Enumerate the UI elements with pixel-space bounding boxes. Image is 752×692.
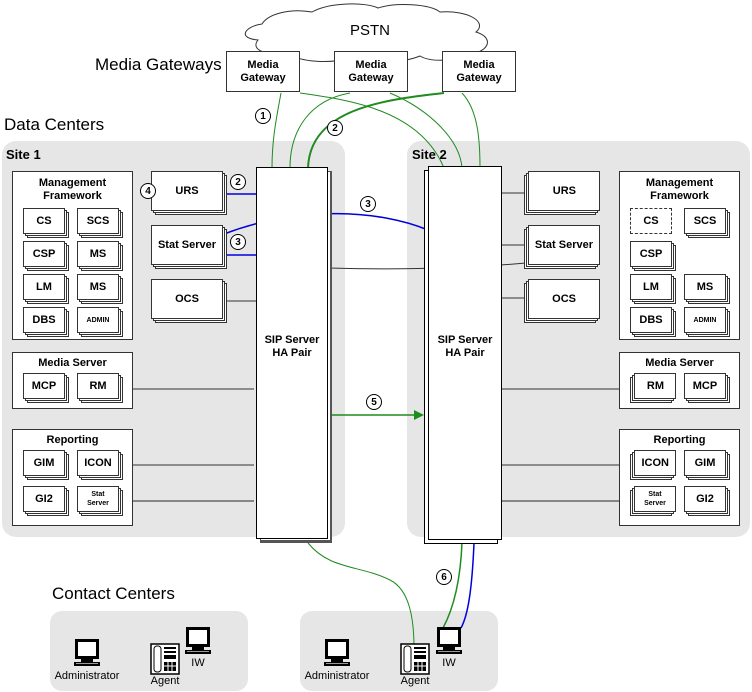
- data-centers-heading: Data Centers: [4, 115, 105, 134]
- site2-media-server-title: Media Server: [645, 357, 714, 369]
- sip-link-gw1-site1: [271, 92, 282, 169]
- site2-mf-title: Management Framework: [645, 177, 714, 202]
- site2-reporting-title: Reporting: [653, 434, 706, 446]
- step-badge-2-urs: 2: [230, 174, 246, 190]
- pstn-label: PSTN: [350, 22, 391, 39]
- site1-mf-ms-2[interactable]: MS: [77, 274, 123, 304]
- site1-reporting-title: Reporting: [46, 434, 99, 446]
- contact-centers-heading: Contact Centers: [52, 584, 175, 603]
- site1-ms-mcp[interactable]: MCP: [23, 373, 69, 403]
- site2-rep-stat-server[interactable]: Stat Server: [630, 486, 676, 516]
- site1-ocs[interactable]: OCS: [151, 279, 227, 323]
- site2-mf-scs[interactable]: SCS: [684, 208, 730, 238]
- sip-link-gw2-site2: [389, 92, 463, 169]
- site1-mf-admin[interactable]: ADMIN: [77, 307, 123, 337]
- cc1-agent-label: Agent: [150, 675, 180, 687]
- site1-sip-line1: SIP Server: [264, 334, 320, 346]
- sip-sync-arrowhead: [414, 410, 424, 420]
- step-badge-2-gateway: 2: [327, 120, 343, 136]
- site1-rep-gi2[interactable]: GI2: [23, 486, 69, 516]
- media-gateway-3-line1: Media: [463, 58, 495, 71]
- desk-phone-icon[interactable]: [150, 643, 180, 675]
- cc1-iw-label: IW: [191, 657, 205, 669]
- site1-ms-rm[interactable]: RM: [77, 373, 123, 403]
- site1-mf-csp[interactable]: CSP: [23, 241, 69, 271]
- monitor-icon[interactable]: [322, 638, 352, 668]
- site2-rep-gi2[interactable]: GI2: [684, 486, 730, 516]
- site1-mf-title: Management Framework: [38, 177, 107, 202]
- site1-media-server-title: Media Server: [38, 357, 107, 369]
- sip-link-gw1-site2: [299, 92, 445, 169]
- site2-mf-cs-standby[interactable]: CS: [630, 208, 676, 238]
- cc2-iw-label: IW: [442, 657, 456, 669]
- sip-link-site2-iw2: [442, 542, 463, 629]
- sip-link-site1-agent2: [307, 542, 415, 649]
- step-badge-3-statserver: 3: [230, 234, 246, 250]
- site2-mf-ms[interactable]: MS: [684, 274, 730, 304]
- site2-rep-icon[interactable]: ICON: [630, 450, 676, 480]
- site2-urs[interactable]: URS: [524, 171, 600, 215]
- media-gateway-3-line2: Gateway: [456, 71, 502, 84]
- site2-label: Site 2: [412, 147, 447, 162]
- media-gateway-1-line2: Gateway: [240, 71, 286, 84]
- site2-ms-rm[interactable]: RM: [630, 373, 676, 403]
- media-gateway-2-line1: Media: [355, 58, 387, 71]
- step-badge-5: 5: [366, 394, 382, 410]
- media-gateway-2[interactable]: Media Gateway: [334, 51, 408, 92]
- tlib-link-site2-iw2: [460, 542, 475, 629]
- media-gateway-1[interactable]: Media Gateway: [226, 51, 300, 92]
- step-badge-6: 6: [436, 569, 452, 585]
- site1-rep-stat-server[interactable]: Stat Server: [77, 486, 123, 516]
- step-badge-1: 1: [255, 108, 271, 124]
- site1-sip-line2: HA Pair: [272, 347, 312, 359]
- site1-rep-icon[interactable]: ICON: [77, 450, 123, 480]
- site2-sip-line2: HA Pair: [445, 347, 485, 359]
- site1-rep-gim[interactable]: GIM: [23, 450, 69, 480]
- step-badge-4: 4: [140, 183, 156, 199]
- media-gateways-heading: Media Gateways: [95, 55, 222, 74]
- sip-link-gw3-site2: [461, 92, 481, 169]
- site2-mf-dbs[interactable]: DBS: [630, 307, 676, 337]
- site1-urs[interactable]: URS: [151, 171, 227, 215]
- site2-mf-admin[interactable]: ADMIN: [684, 307, 730, 337]
- monitor-icon[interactable]: [434, 626, 464, 656]
- cc1-administrator-label: Administrator: [54, 670, 120, 682]
- monitor-icon[interactable]: [183, 626, 213, 656]
- media-gateway-3[interactable]: Media Gateway: [442, 51, 516, 92]
- sip-link-gw3-site1: [307, 92, 445, 169]
- step-badge-3-cross: 3: [360, 196, 376, 212]
- site1-stat-server[interactable]: Stat Server: [151, 225, 227, 269]
- site1-mf-cs[interactable]: CS: [23, 208, 69, 238]
- sip-link-gw2-site1: [289, 92, 351, 169]
- site2-rep-gim[interactable]: GIM: [684, 450, 730, 480]
- site2-sip-server-ha-pair[interactable]: SIP Server HA Pair: [424, 166, 502, 544]
- site1-mf-ms-1[interactable]: MS: [77, 241, 123, 271]
- cc2-agent-label: Agent: [400, 675, 430, 687]
- media-gateway-2-line2: Gateway: [348, 71, 394, 84]
- site2-stat-server[interactable]: Stat Server: [524, 225, 600, 269]
- site1-label: Site 1: [6, 147, 41, 162]
- site2-mf-csp[interactable]: CSP: [630, 241, 676, 271]
- site1-mf-scs[interactable]: SCS: [77, 208, 123, 238]
- site1-mf-dbs[interactable]: DBS: [23, 307, 69, 337]
- site1-sip-server-ha-pair[interactable]: SIP Server HA Pair: [256, 167, 332, 543]
- site2-ms-mcp[interactable]: MCP: [684, 373, 730, 403]
- site2-ocs[interactable]: OCS: [524, 279, 600, 323]
- monitor-icon[interactable]: [72, 638, 102, 668]
- desk-phone-icon[interactable]: [400, 643, 430, 675]
- site2-sip-line1: SIP Server: [437, 334, 493, 346]
- cc2-administrator-label: Administrator: [304, 670, 370, 682]
- tlib-link-statserver-cross-site: [223, 212, 429, 235]
- site2-mf-lm[interactable]: LM: [630, 274, 676, 304]
- site1-mf-lm[interactable]: LM: [23, 274, 69, 304]
- media-gateway-1-line1: Media: [247, 58, 279, 71]
